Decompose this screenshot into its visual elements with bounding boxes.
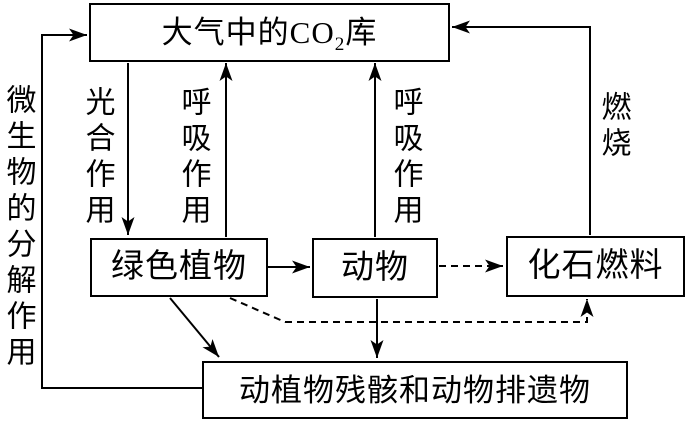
fossil-fuels-box: 化石燃料 bbox=[506, 236, 685, 297]
co2-subscript: 2 bbox=[334, 34, 346, 56]
remains-label: 动植物残骸和动物排遗物 bbox=[239, 372, 591, 408]
microbial-decomposition-label: 微生物的分解作用 bbox=[1, 84, 35, 372]
co2-pool-label-prefix: 大气中的CO bbox=[161, 15, 335, 50]
co2-pool-label: 大气中的CO2库 bbox=[161, 15, 378, 54]
plants-to-fossil-dashed-arrow bbox=[229, 297, 594, 323]
remains-box: 动植物残骸和动物排遗物 bbox=[202, 361, 628, 419]
respiration-plants-label: 呼吸作用 bbox=[176, 86, 210, 230]
combustion-arrow bbox=[452, 20, 591, 235]
green-plants-box: 绿色植物 bbox=[90, 238, 268, 297]
decomposition-arrow bbox=[41, 28, 203, 389]
animals-box: 动物 bbox=[312, 238, 438, 298]
plants-to-remains-arrow bbox=[169, 297, 220, 358]
photosynthesis-label: 光合作用 bbox=[80, 86, 114, 230]
green-plants-label: 绿色植物 bbox=[111, 249, 247, 285]
respiration-animals-label: 呼吸作用 bbox=[388, 86, 422, 230]
co2-pool-label-suffix: 库 bbox=[345, 15, 378, 50]
animals-label: 动物 bbox=[341, 249, 409, 286]
co2-pool-box: 大气中的CO2库 bbox=[89, 3, 450, 62]
combustion-label: 燃烧 bbox=[596, 91, 630, 163]
fossil-fuels-label: 化石燃料 bbox=[527, 248, 664, 284]
